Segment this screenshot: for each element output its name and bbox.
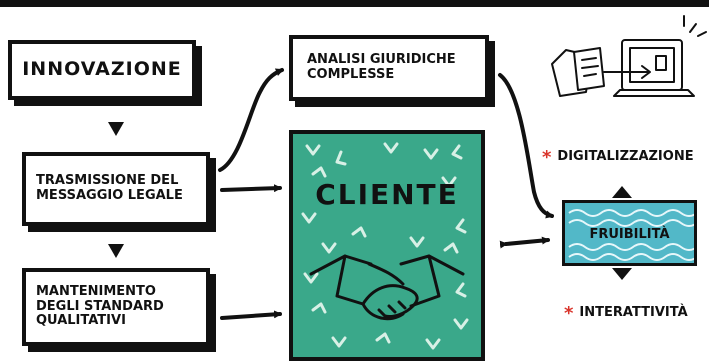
cliente-box: CLIENTE: [289, 130, 485, 361]
analisi-box: ANALISI GIURIDICHE COMPLESSE: [289, 35, 489, 101]
down-triangle-3: [612, 268, 632, 280]
innovazione-label: INNOVAZIONE: [22, 58, 182, 81]
red-asterisk-icon: *: [542, 147, 552, 168]
arrow-to-analisi: [218, 68, 284, 172]
arrow-to-fruibilita: [498, 73, 554, 219]
down-triangle-2: [108, 244, 124, 258]
double-arrow: [499, 236, 550, 249]
mantenimento-label: MANTENIMENTO DEGLI STANDARD QUALITATIVI: [36, 283, 164, 329]
wave-pattern: [568, 209, 694, 261]
up-triangle: [612, 186, 632, 198]
trasmissione-box: TRASMISSIONE DEL MESSAGGIO LEGALE: [22, 152, 210, 226]
trasmissione-label: TRASMISSIONE DEL MESSAGGIO LEGALE: [36, 173, 183, 203]
arrow-to-cliente-1: [220, 184, 282, 193]
fruibilita-box: FRUIBILITÀ: [562, 200, 697, 266]
handshake-icon: [309, 254, 465, 321]
top-rule: [0, 0, 709, 7]
documents-to-laptop-icon: [551, 15, 707, 97]
analisi-label: ANALISI GIURIDICHE COMPLESSE: [307, 52, 456, 82]
digitalizzazione-text: DIGITALIZZAZIONE: [557, 149, 694, 164]
chevron-pattern: [301, 142, 469, 350]
fruibilita-label: FRUIBILITÀ: [589, 227, 670, 242]
down-triangle-1: [108, 122, 124, 136]
cliente-label: CLIENTE: [315, 178, 459, 211]
arrow-to-cliente-2: [220, 310, 282, 320]
innovazione-box: INNOVAZIONE: [8, 40, 196, 100]
mantenimento-box: MANTENIMENTO DEGLI STANDARD QUALITATIVI: [22, 268, 210, 346]
digitalizzazione-label: * DIGITALIZZAZIONE: [542, 147, 694, 168]
red-asterisk-icon: *: [564, 303, 574, 324]
interattivita-label: * INTERATTIVITÀ: [564, 303, 688, 324]
interattivita-text: INTERATTIVITÀ: [579, 305, 688, 320]
